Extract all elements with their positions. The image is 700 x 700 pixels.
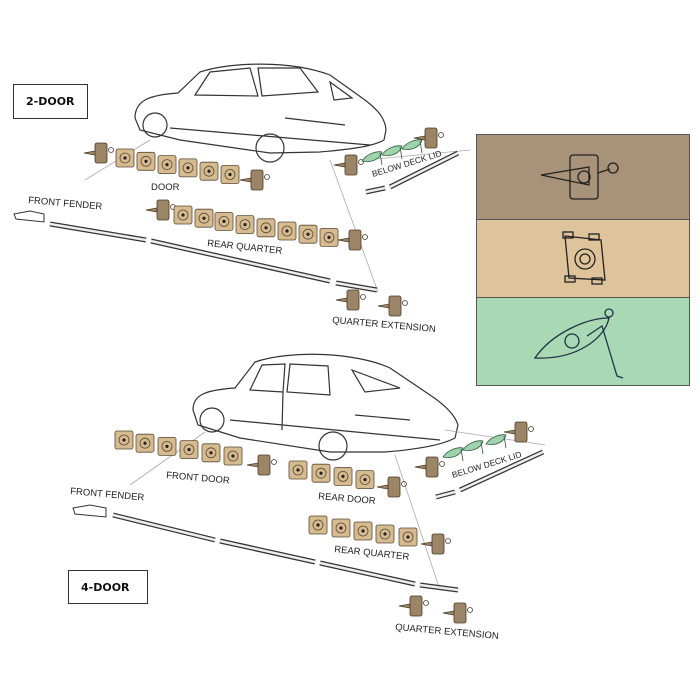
deck-lid-clip [485, 434, 507, 449]
square-clip-icon [562, 231, 606, 285]
molding-pieces [13, 150, 545, 593]
leader-lines [84, 139, 546, 591]
square-clip [333, 466, 353, 486]
four-door-title: 4-DOOR [68, 570, 148, 604]
two-door-title: 2-DOOR [13, 84, 88, 119]
label-front-fender-4door: FRONT FENDER [70, 486, 145, 503]
square-clip [178, 158, 198, 178]
square-clip [235, 215, 255, 235]
square-clip [115, 148, 135, 168]
four-door-car-illustration [192, 353, 459, 461]
square-clip [319, 227, 339, 247]
square-clip [223, 446, 243, 466]
end-clip [333, 154, 364, 176]
square-clip [157, 155, 177, 175]
label-front-door: FRONT DOOR [166, 470, 231, 487]
end-clip [503, 421, 534, 443]
square-clip [201, 443, 221, 463]
end-clip [414, 456, 445, 478]
end-clip [398, 595, 429, 617]
deck-lid-clip-icon [533, 308, 624, 379]
deck-lid-clip [361, 151, 383, 166]
label-quarter-extension-2door: QUARTER EXTENSION [332, 315, 437, 335]
front-fender-trim [13, 210, 45, 223]
deck-lid-strip [435, 489, 456, 500]
square-clip [331, 518, 351, 538]
front-fender-trim [72, 504, 107, 518]
end-clip [442, 602, 473, 624]
label-rear-quarter-4door: REAR QUARTER [334, 544, 410, 563]
deck-lid-clip [381, 145, 403, 160]
end-clip [246, 454, 277, 476]
deck-lid-strip [458, 449, 545, 493]
molding-strip [112, 512, 216, 543]
end-clip [83, 142, 114, 164]
square-clip [308, 515, 328, 535]
legend-end-clip [476, 134, 690, 220]
deck-lid-strip [388, 150, 460, 190]
legend-deck-lid-clip [476, 297, 690, 386]
end-clip [239, 169, 270, 191]
square-clip [135, 433, 155, 453]
square-clip [179, 440, 199, 460]
end-clip-icon [540, 154, 619, 200]
square-clip [214, 211, 234, 231]
label-quarter-extension-4door: QUARTER EXTENSION [395, 622, 500, 642]
square-clip [355, 470, 375, 490]
square-clip [256, 218, 276, 238]
clips [83, 127, 534, 624]
square-clip [277, 221, 297, 241]
end-clip [413, 127, 444, 149]
two-door-car-illustration [134, 63, 387, 163]
end-clip [377, 295, 408, 317]
deck-lid-strip [365, 185, 386, 195]
square-clip [311, 463, 331, 483]
deck-lid-clip [442, 447, 464, 462]
label-rear-door: REAR DOOR [318, 491, 376, 507]
label-door: DOOR [151, 182, 180, 193]
square-clip [288, 460, 308, 480]
molding-strip [150, 238, 331, 284]
square-clip [398, 527, 418, 547]
square-clip [353, 521, 373, 541]
square-clip [220, 165, 240, 184]
end-clip [420, 533, 451, 555]
end-clip [376, 476, 407, 498]
quarter-extension-strip [335, 280, 378, 293]
end-clip [145, 199, 176, 221]
end-clip [337, 229, 368, 251]
square-clip [157, 436, 177, 456]
molding-strip [319, 560, 416, 587]
molding-strip [49, 221, 147, 243]
square-clip [194, 208, 214, 228]
deck-lid-clip [401, 139, 423, 154]
molding-strip [219, 538, 316, 565]
square-clip [298, 224, 318, 244]
square-clip [173, 205, 193, 225]
end-clip [335, 289, 366, 311]
square-clip [375, 524, 395, 544]
legend-square-clip [476, 219, 690, 298]
square-clip [199, 161, 219, 181]
deck-lid-clip [462, 440, 484, 455]
quarter-extension-strip [419, 582, 459, 593]
square-clip [114, 430, 134, 450]
label-front-fender-2door: FRONT FENDER [28, 195, 103, 212]
square-clip [136, 151, 156, 171]
